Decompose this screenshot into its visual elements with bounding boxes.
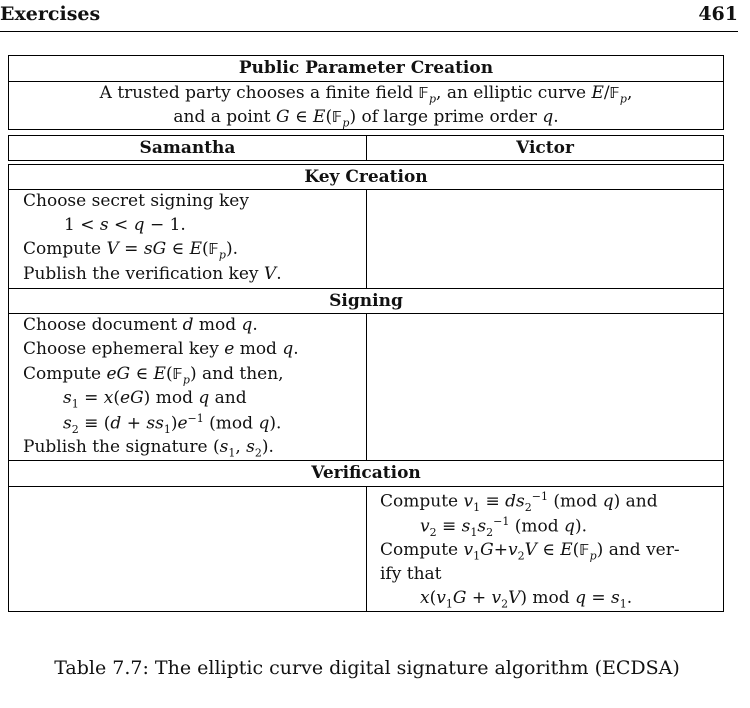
key-creation-victor bbox=[367, 190, 723, 288]
verification-body: Compute v1 ≡ ds2−1 (mod q) and v2 ≡ s1s2… bbox=[8, 486, 724, 612]
column-samantha: Samantha bbox=[9, 136, 367, 160]
sign-step-5: s2 ≡ (d + ss1)e−1 (mod q). bbox=[63, 412, 282, 437]
key-creation-header: Key Creation bbox=[8, 164, 724, 190]
sign-step-1: Choose document d mod q. bbox=[23, 315, 258, 335]
signing-victor bbox=[367, 314, 723, 460]
key-creation-samantha: Choose secret signing key 1 < s < q − 1.… bbox=[9, 190, 367, 288]
key-creation-title: Key Creation bbox=[304, 167, 428, 187]
key-step-2: 1 < s < q − 1. bbox=[64, 215, 186, 235]
sign-step-3: Compute eG ∈ E(𝔽p) and then, bbox=[23, 364, 284, 387]
verification-victor: Compute v1 ≡ ds2−1 (mod q) and v2 ≡ s1s2… bbox=[367, 487, 723, 611]
verify-step-2: v2 ≡ s1s2−1 (mod q). bbox=[420, 515, 587, 540]
running-head: Exercises 461 bbox=[0, 0, 738, 32]
verification-samantha bbox=[9, 487, 367, 611]
key-creation-body: Choose secret signing key 1 < s < q − 1.… bbox=[8, 189, 724, 289]
signing-samantha: Choose document d mod q. Choose ephemera… bbox=[9, 314, 367, 460]
signing-header: Signing bbox=[8, 288, 724, 314]
sign-step-6: Publish the signature (s1, s2). bbox=[23, 437, 274, 460]
verify-step-1: Compute v1 ≡ ds2−1 (mod q) and bbox=[380, 490, 658, 515]
section-title: Exercises bbox=[0, 3, 101, 25]
key-step-4: Publish the verification key V. bbox=[23, 264, 282, 284]
params-description-line-1: A trusted party chooses a finite field 𝔽… bbox=[99, 83, 633, 106]
sign-step-2: Choose ephemeral key e mod q. bbox=[23, 339, 299, 359]
params-description: A trusted party chooses a finite field 𝔽… bbox=[8, 81, 724, 130]
verify-step-4: ify that bbox=[380, 564, 442, 584]
verification-title: Verification bbox=[311, 463, 421, 483]
verification-header: Verification bbox=[8, 460, 724, 487]
params-title-row: Public Parameter Creation bbox=[8, 55, 724, 82]
verify-step-3: Compute v1G+v2V ∈ E(𝔽p) and ver- bbox=[380, 540, 680, 563]
key-step-1: Choose secret signing key bbox=[23, 191, 249, 211]
key-step-3: Compute V = sG ∈ E(𝔽p). bbox=[23, 239, 239, 262]
column-victor-label: Victor bbox=[516, 138, 574, 158]
params-title: Public Parameter Creation bbox=[238, 58, 494, 78]
sign-step-4: s1 = x(eG) mod q and bbox=[63, 388, 247, 411]
page-number: 461 bbox=[698, 3, 738, 25]
params-description-line-2: and a point G ∈ E(𝔽p) of large prime ord… bbox=[173, 107, 559, 130]
column-victor: Victor bbox=[367, 136, 723, 160]
signing-body: Choose document d mod q. Choose ephemera… bbox=[8, 313, 724, 461]
column-samantha-label: Samantha bbox=[139, 138, 236, 158]
column-header-row: Samantha Victor bbox=[8, 135, 724, 161]
signing-title: Signing bbox=[329, 291, 403, 311]
table-caption: Table 7.7: The elliptic curve digital si… bbox=[54, 657, 680, 679]
verify-step-5: x(v1G + v2V) mod q = s1. bbox=[420, 588, 633, 611]
